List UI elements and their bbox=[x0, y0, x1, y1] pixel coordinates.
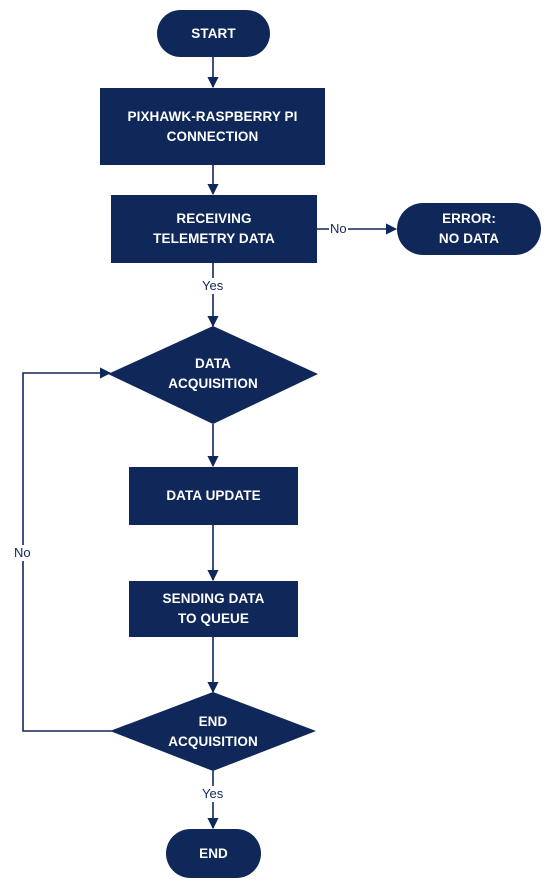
sending-node: SENDING DATA TO QUEUE bbox=[129, 581, 298, 637]
receiving-node: RECEIVING TELEMETRY DATA bbox=[111, 195, 317, 263]
error-label: ERROR: NO DATA bbox=[438, 211, 500, 246]
start-node: START bbox=[157, 10, 270, 57]
data-acquisition-label-box: DATA ACQUISITION bbox=[133, 350, 293, 398]
edge-label-loop-no: No bbox=[13, 545, 32, 561]
end-node: END bbox=[166, 829, 261, 878]
error-node: ERROR: NO DATA bbox=[397, 203, 541, 255]
data-update-node: DATA UPDATE bbox=[129, 467, 298, 525]
connection-node: PIXHAWK-RASPBERRY PI CONNECTION bbox=[100, 88, 325, 165]
edge-label-receiving-yes: Yes bbox=[201, 278, 225, 294]
connection-label: PIXHAWK-RASPBERRY PI CONNECTION bbox=[127, 108, 298, 144]
end-label: END bbox=[199, 845, 228, 861]
data-update-label: DATA UPDATE bbox=[166, 488, 261, 503]
start-label: START bbox=[191, 25, 236, 41]
decision-data-acquisition bbox=[108, 326, 318, 424]
arrow-loop-back bbox=[22, 367, 112, 732]
sending-label: SENDING DATA TO QUEUE bbox=[162, 591, 265, 626]
receiving-label: RECEIVING TELEMETRY DATA bbox=[153, 211, 275, 246]
end-acquisition-label-box: END ACQUISITION bbox=[133, 708, 293, 756]
data-acquisition-label: DATA ACQUISITION bbox=[168, 356, 258, 391]
edge-label-end-yes: Yes bbox=[201, 786, 225, 802]
end-acquisition-label: END ACQUISITION bbox=[168, 714, 258, 749]
edge-label-receiving-no: No bbox=[329, 221, 348, 237]
decision-end-acquisition bbox=[110, 692, 316, 771]
